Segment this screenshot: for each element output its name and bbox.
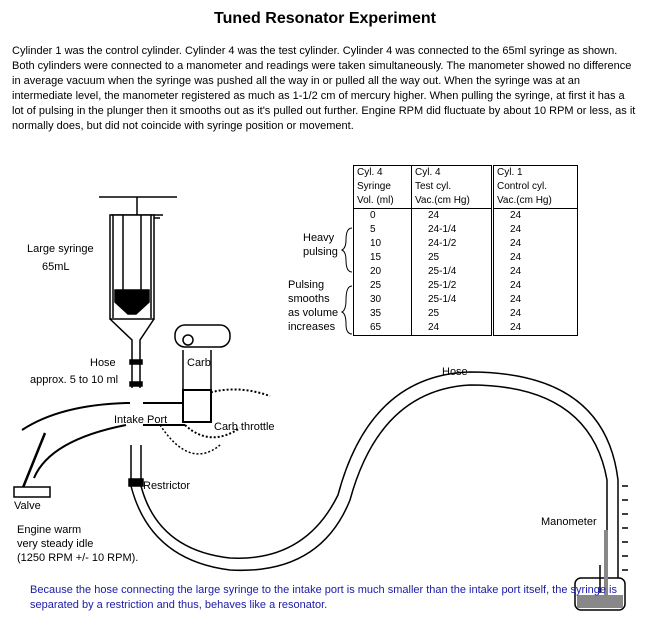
table-header: Vac.(cm Hg) [411, 194, 493, 209]
table-cell: 24 [491, 293, 578, 307]
table-cell: 24 [491, 208, 578, 223]
table-cell: 25 [411, 251, 493, 265]
table-cell: 0 [353, 208, 412, 223]
hose-small-label: Hose [90, 357, 116, 369]
table-cell: 24 [491, 237, 578, 251]
table-cell: 24-1/2 [411, 237, 493, 251]
table-cell: 30 [353, 293, 412, 307]
table-header: Vac.(cm Hg) [491, 194, 578, 209]
table-cell: 65 [353, 321, 412, 336]
small-hose [129, 348, 143, 388]
table-header: Cyl. 4 [411, 165, 493, 180]
table-cell: 24 [411, 208, 493, 223]
table-cell: 25-1/4 [411, 293, 493, 307]
smooths-label-3: as volume [288, 307, 339, 319]
table-cell: 25 [411, 307, 493, 321]
table-cell: 24 [491, 223, 578, 237]
table-cell: 25-1/2 [411, 279, 493, 293]
valve-label: Valve [14, 500, 41, 512]
intro-paragraph: Cylinder 1 was the control cylinder. Cyl… [12, 45, 636, 132]
table-cell: 24 [491, 265, 578, 279]
resonator-note: Because the hose connecting the large sy… [30, 584, 617, 611]
page-title: Tuned Resonator Experiment [214, 10, 436, 27]
smooths-label-1: Pulsing [288, 279, 325, 291]
heavy-label: Heavy [303, 232, 335, 244]
manometer-icon [574, 485, 628, 611]
table-cell: 25 [353, 279, 412, 293]
syringe-label: Large syringe [27, 243, 94, 255]
table-cell: 24 [491, 321, 578, 336]
table-header: Vol. (ml) [353, 194, 412, 209]
table-braces [340, 227, 353, 335]
table-cell: 24 [491, 307, 578, 321]
table-cell: 20 [353, 265, 412, 279]
carb-label: Carb [187, 357, 211, 369]
engine-label-3: (1250 RPM +/- 10 RPM). [17, 552, 139, 564]
valve-icon [13, 432, 51, 498]
carb-throttle-label: Carb throttle [214, 421, 275, 433]
hose-large-label: Hose [442, 366, 468, 378]
table-cell: 10 [353, 237, 412, 251]
table-cell: 25-1/4 [411, 265, 493, 279]
table-cell: 5 [353, 223, 412, 237]
table-header: Test cyl. [411, 180, 493, 194]
table-cell: 35 [353, 307, 412, 321]
intake-port-label: Intake Port [114, 414, 168, 426]
carb-icon [159, 324, 231, 455]
table-cell: 24 [491, 251, 578, 265]
manometer-label: Manometer [541, 516, 597, 528]
engine-label-2: very steady idle [17, 538, 94, 550]
smooths-label-4: increases [288, 321, 336, 333]
table-header: Cyl. 1 [491, 165, 578, 180]
syringe-icon [99, 196, 177, 348]
restrictor-label: Restrictor [143, 480, 191, 492]
smooths-label-2: smooths [288, 293, 330, 305]
large-hose [128, 371, 619, 593]
table-cell: 15 [353, 251, 412, 265]
engine-label-1: Engine warm [17, 524, 82, 536]
table-header: Syringe [353, 180, 412, 194]
syringe-volume-label: 65mL [42, 261, 70, 273]
hose-small-volume-label: approx. 5 to 10 ml [30, 374, 119, 386]
table-header: Control cyl. [491, 180, 578, 194]
table-cell: 24-1/4 [411, 223, 493, 237]
table-header: Cyl. 4 [353, 165, 412, 180]
table-cell: 24 [411, 321, 493, 336]
vacuum-table: Cyl. 4 Cyl. 4 Cyl. 1 Syringe Test cyl. C… [353, 165, 578, 336]
table-cell: 24 [491, 279, 578, 293]
pulsing-label: pulsing [303, 246, 338, 258]
